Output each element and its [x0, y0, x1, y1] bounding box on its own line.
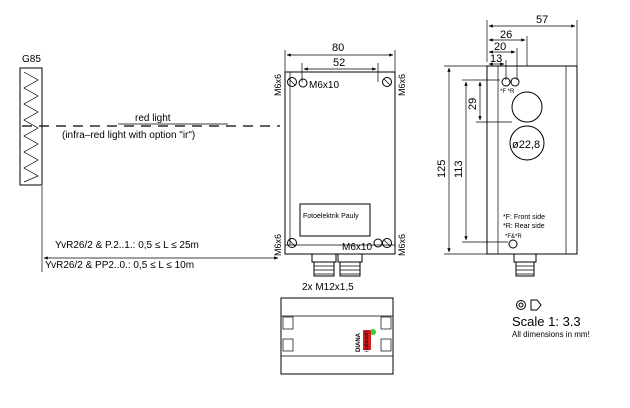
- lens-upper: [511, 91, 543, 123]
- reflector-prism-pattern: [23, 71, 39, 183]
- beam-label-infrared: (infra–red light with option "ir"): [62, 130, 195, 141]
- cable-gland-right: [337, 253, 363, 277]
- fr-marker-top: *F *R: [500, 89, 515, 95]
- dim-113-label: 113: [453, 160, 465, 178]
- range-row-1: YvR26/2 & P.2..1.: 0,5 ≤ L ≤ 25m: [55, 240, 199, 251]
- dim-26-label: 26: [500, 29, 512, 41]
- screw-br-slot: [383, 239, 391, 247]
- dim-52-label: 52: [333, 57, 345, 69]
- bottom-clip-left-bottom: [282, 338, 294, 352]
- dim-20-label: 20: [494, 41, 506, 53]
- screw-tl: [287, 77, 297, 87]
- status-led-green: [370, 329, 376, 335]
- screw-label-top: M6x10: [309, 80, 339, 91]
- screw-label-bottom: M6x10: [342, 242, 372, 253]
- scale-symbol-pentagon: [530, 299, 542, 311]
- cable-gland-left: [311, 253, 337, 277]
- diana-sub: (optional): [364, 331, 370, 352]
- dim-125-label: 125: [436, 160, 448, 178]
- front-housing: [284, 71, 396, 255]
- range-row-2: YvR26/2 & PP2..0.: 0,5 ≤ L ≤ 10m: [45, 260, 194, 271]
- dim-57-label: 57: [536, 14, 548, 26]
- front-view: 80 52 M6x10 M6x10 M6x6 M6x6 M6x6 M6x6 Fo…: [273, 42, 407, 293]
- scale-block: Scale 1: 3.3 All dimensions in mm!: [512, 299, 590, 339]
- hole-br: [373, 238, 383, 248]
- hole-tl: [298, 78, 308, 88]
- light-beam: red light (infra–red light with option "…: [22, 113, 280, 141]
- nameplate: [299, 203, 371, 237]
- scale-label: Scale 1: 3.3: [512, 314, 581, 329]
- diana-brand: DIANA: [356, 332, 362, 352]
- glands-label: 2x M12x1,5: [302, 282, 354, 293]
- bottom-clip-right-top: [380, 316, 392, 330]
- fr-hole-rear: [510, 77, 520, 87]
- side-label-bl: M6x6: [273, 234, 283, 256]
- side-label-tl: M6x6: [273, 74, 283, 96]
- fr-marker-bottom: *F&*R: [505, 234, 522, 240]
- screw-tl-slot: [288, 78, 296, 86]
- bottom-clip-left-top: [282, 316, 294, 330]
- screw-bl-slot: [288, 239, 296, 247]
- units-label: All dimensions in mm!: [512, 330, 590, 339]
- fr-hole-bottom: [508, 239, 518, 249]
- legend-rear: *R: Rear side: [503, 223, 545, 230]
- beam-label-red: red light: [135, 113, 171, 124]
- screw-tr: [382, 77, 392, 87]
- scale-symbol-circle-outer: [516, 300, 526, 310]
- scale-symbol-circle-inner: [518, 302, 524, 308]
- side-view: 57 26 20 13 *F *R ø22,8 29 113: [436, 14, 578, 277]
- nameplate-text: Fotoelektrik Pauly: [303, 213, 359, 220]
- screw-tr-slot: [383, 78, 391, 86]
- screw-bl: [287, 238, 297, 248]
- dim-29-label: 29: [467, 98, 479, 110]
- bottom-housing: [280, 297, 394, 375]
- dim-13-label: 13: [490, 53, 502, 65]
- bottom-clip-right-bottom: [380, 338, 392, 352]
- lens-diameter-label: ø22,8: [512, 139, 540, 151]
- range-dimension: YvR26/2 & P.2..1.: 0,5 ≤ L ≤ 25m YvR26/2…: [41, 186, 279, 272]
- lens-lower: [509, 125, 545, 161]
- fr-hole-front: [501, 77, 511, 87]
- diana-badge: [363, 330, 371, 350]
- screw-br: [382, 238, 392, 248]
- dim-80-label: 80: [332, 42, 344, 54]
- side-cable-gland: [513, 253, 537, 277]
- reflector-label: G85: [22, 54, 41, 65]
- reflector-g85: G85: [19, 54, 43, 186]
- legend-front: *F: Front side: [503, 214, 545, 221]
- bottom-view: DIANA (optional): [280, 297, 394, 375]
- side-label-br: M6x6: [397, 234, 407, 256]
- side-label-tr: M6x6: [397, 74, 407, 96]
